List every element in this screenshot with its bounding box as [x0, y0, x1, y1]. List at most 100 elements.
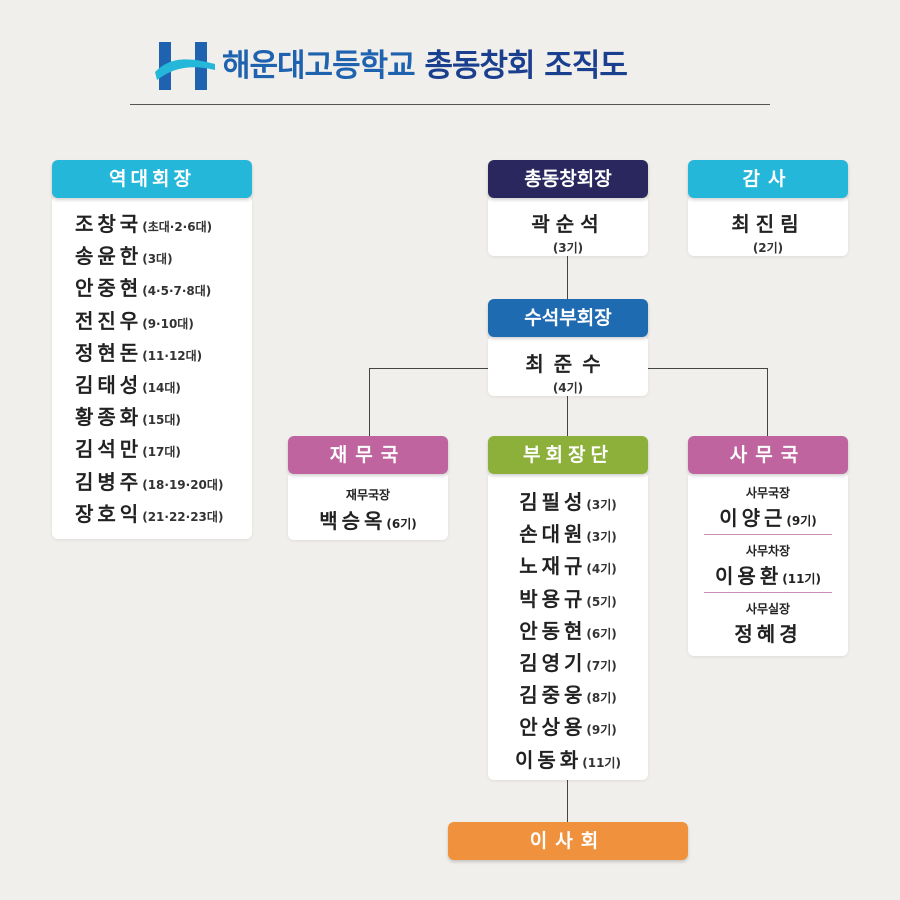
senior-vp-gen: (4기) — [552, 381, 584, 395]
list-item: 전진우(9·10대) — [75, 305, 223, 337]
list-item: 손대원(3기) — [488, 518, 648, 550]
finance-name: 백승옥 — [319, 509, 387, 533]
secretariat-name: 이용환 — [715, 564, 783, 588]
finance-person: 백승옥(6기) — [288, 505, 448, 534]
list-item: 이동화(11기) — [488, 744, 648, 776]
past-president-name: 김태성 — [75, 372, 143, 397]
vice-president-name-detail: (6기) — [586, 626, 617, 641]
finance-card: 재무국장 백승옥(6기) — [288, 472, 448, 540]
past-presidents-list: 조창국(초대·2·6대) 송윤한(3대) 안중현(4·5·7·8대) 전진우(9·10… — [75, 208, 223, 530]
secretariat-person: 이양근(9기) — [688, 502, 848, 531]
finance-label: 재무국 — [288, 436, 448, 474]
connector-to-board — [567, 780, 568, 824]
board-label: 이사회 — [448, 822, 688, 860]
secretariat-gen: (9기) — [786, 514, 817, 528]
secretariat-divider — [704, 534, 832, 535]
past-president-name: 정현돈 — [75, 340, 143, 365]
past-president-name-detail: (4·5·7·8대) — [142, 284, 212, 299]
past-president-name: 조창국 — [75, 212, 143, 236]
list-item: 김태성(14대) — [75, 369, 223, 401]
vice-president-name: 김필성 — [519, 490, 587, 514]
vice-president-name-detail: (8기) — [586, 691, 617, 706]
senior-vp-label: 수석부회장 — [488, 299, 648, 337]
vice-president-name-detail: (11기) — [582, 755, 621, 770]
list-item: 김중웅(8기) — [488, 679, 648, 711]
finance-gen: (6기) — [386, 517, 417, 531]
secretariat-label: 사무국 — [688, 436, 848, 474]
past-president-name: 김병주 — [75, 469, 143, 494]
past-president-name-detail: (17대) — [142, 445, 181, 460]
title-divider — [130, 104, 770, 105]
list-item: 황종화(15대) — [75, 401, 223, 433]
secretariat-role: 사무국장 — [745, 486, 791, 500]
title-org: 총동창회 조직도 — [424, 48, 627, 84]
past-president-name: 김석만 — [75, 437, 143, 462]
vice-president-name: 김영기 — [519, 650, 587, 675]
list-item: 송윤한(3대) — [75, 240, 223, 272]
secretariat-gen: (11기) — [782, 572, 821, 586]
secretariat-person: 이용환(11기) — [688, 560, 848, 589]
vice-president-name: 노재규 — [519, 554, 587, 579]
secretariat-role: 사무실장 — [745, 602, 791, 616]
connector-president-vp — [567, 256, 568, 300]
auditor-gen: (2기) — [752, 241, 784, 255]
connector-to-finance — [369, 368, 370, 436]
secretariat-name: 이양근 — [719, 506, 787, 530]
past-president-name-detail: (21·22·23대) — [142, 509, 224, 524]
president-gen: (3기) — [552, 241, 584, 255]
past-president-name-detail: (3대) — [142, 252, 173, 267]
connector-to-vp-group — [567, 396, 568, 436]
vice-president-name-detail: (5기) — [586, 594, 617, 609]
vice-president-name: 김중웅 — [519, 683, 587, 708]
secretariat-role: 사무차장 — [745, 544, 791, 558]
past-president-name-detail: (14대) — [142, 380, 181, 395]
finance-role: 재무국장 — [345, 488, 391, 502]
list-item: 안상용(9기) — [488, 711, 648, 743]
list-item: 김필성(3기) — [488, 486, 648, 518]
past-president-name: 장호익 — [75, 501, 143, 526]
past-president-name-detail: (15대) — [142, 413, 181, 428]
past-president-name: 송윤한 — [75, 244, 143, 269]
secretariat-divider — [704, 592, 832, 593]
connector-to-secretariat — [767, 368, 768, 436]
past-president-name: 안중현 — [75, 276, 143, 301]
vice-president-name: 박용규 — [519, 586, 587, 611]
list-item: 김영기(7기) — [488, 647, 648, 679]
list-item: 안동현(6기) — [488, 615, 648, 647]
list-item: 김병주(18·19·20대) — [75, 466, 223, 498]
vice-president-name-detail: (7기) — [586, 658, 617, 673]
list-item: 노재규(4기) — [488, 550, 648, 582]
secretariat-name: 정혜경 — [734, 622, 802, 646]
auditor-card: 최진림 (2기) — [688, 196, 848, 256]
list-item: 박용규(5기) — [488, 583, 648, 615]
vice-president-name-detail: (3기) — [586, 498, 617, 512]
list-item: 정현돈(11·12대) — [75, 337, 223, 369]
list-item: 김석만(17대) — [75, 433, 223, 465]
past-presidents-label: 역대회장 — [52, 160, 252, 198]
vp-group-card — [488, 472, 648, 780]
vp-group-label: 부회장단 — [488, 436, 648, 474]
auditor-name: 최진림 — [731, 212, 805, 236]
vice-president-name-detail: (9기) — [586, 723, 617, 738]
president-name: 곽순석 — [531, 212, 605, 236]
past-president-name-detail: (초대·2·6대) — [142, 220, 213, 234]
vice-president-name-detail: (3기) — [586, 530, 617, 545]
president-card: 곽순석 (3기) — [488, 196, 648, 256]
school-logo-icon — [155, 42, 215, 90]
senior-vp-name: 최준수 — [525, 352, 611, 376]
vice-president-name: 손대원 — [519, 522, 587, 547]
past-president-name-detail: (9·10대) — [142, 316, 194, 331]
list-item: 장호익(21·22·23대) — [75, 498, 223, 530]
auditor-label: 감사 — [688, 160, 848, 198]
vice-president-name: 안동현 — [519, 618, 587, 643]
vice-president-name: 안상용 — [519, 715, 587, 740]
past-president-name-detail: (18·19·20대) — [142, 477, 224, 492]
senior-vp-card: 최준수 (4기) — [488, 336, 648, 396]
vice-president-name: 이동화 — [515, 747, 583, 772]
title-school: 해운대고등학교 — [222, 48, 416, 84]
vice-president-name-detail: (4기) — [586, 562, 617, 577]
